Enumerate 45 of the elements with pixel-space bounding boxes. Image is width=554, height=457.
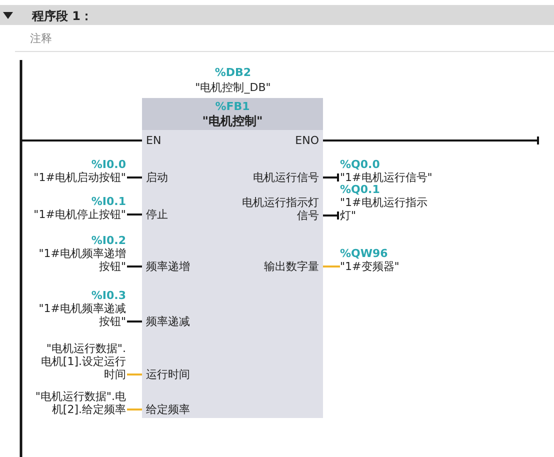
pin-label: 频率递增	[142, 260, 222, 273]
address-text: %Q0.1	[340, 183, 381, 196]
address-text: %I0.3	[90, 289, 126, 302]
pin-label: 给定频率	[142, 403, 222, 416]
wire	[323, 172, 339, 182]
block-name: "电机控制"	[201, 113, 264, 130]
wire	[127, 374, 142, 376]
tag-text: "1#电机停止按钮"	[34, 208, 126, 221]
address-text: %I0.2	[90, 234, 126, 247]
tag-text: "1#电机运行指示灯"	[340, 196, 428, 222]
pin-label: 电机运行信号	[223, 171, 323, 184]
wire	[127, 320, 142, 322]
pin-label: 频率递减	[142, 315, 222, 328]
pin-label: 运行时间	[142, 368, 222, 381]
wire	[127, 176, 142, 178]
address-text: %I0.1	[90, 195, 126, 208]
wire	[323, 210, 339, 220]
address-text: %I0.0	[90, 158, 126, 171]
tag-text: "1#电机频率递增按钮"	[38, 247, 126, 273]
wire	[127, 266, 142, 268]
function-block	[142, 98, 323, 418]
address-text: %Q0.0	[340, 158, 381, 171]
wire	[127, 214, 142, 216]
block-address: %FB1	[214, 100, 251, 113]
tag-text: "1#电机频率递减按钮"	[38, 302, 126, 328]
pin-label: 输出数字量	[223, 260, 323, 273]
wire	[323, 266, 340, 268]
comment-text: 注释	[30, 31, 52, 46]
pin-label: 停止	[142, 208, 222, 221]
pin-label: ENO	[262, 134, 323, 147]
pin-label: EN	[142, 134, 182, 147]
tag-text: "1#变频器"	[340, 260, 400, 273]
tag-text: "电机运行数据".电机[2].给定频率	[34, 390, 126, 416]
network-title: 程序段 1：	[32, 8, 93, 25]
address-text: %QW96	[340, 247, 389, 260]
instance-name: "电机控制_DB"	[194, 80, 272, 95]
pin-label: 电机运行指示灯信号	[233, 196, 323, 222]
tag-text: "电机运行数据".电机[1].设定运行时间	[40, 342, 126, 381]
wire	[323, 136, 539, 146]
wire	[127, 408, 142, 410]
wire	[22, 140, 142, 142]
tag-text: "1#电机启动按钮"	[34, 171, 126, 184]
tag-text: "1#电机运行信号"	[340, 171, 432, 184]
pin-label: 启动	[142, 171, 222, 184]
block-address: %DB2	[214, 66, 252, 79]
